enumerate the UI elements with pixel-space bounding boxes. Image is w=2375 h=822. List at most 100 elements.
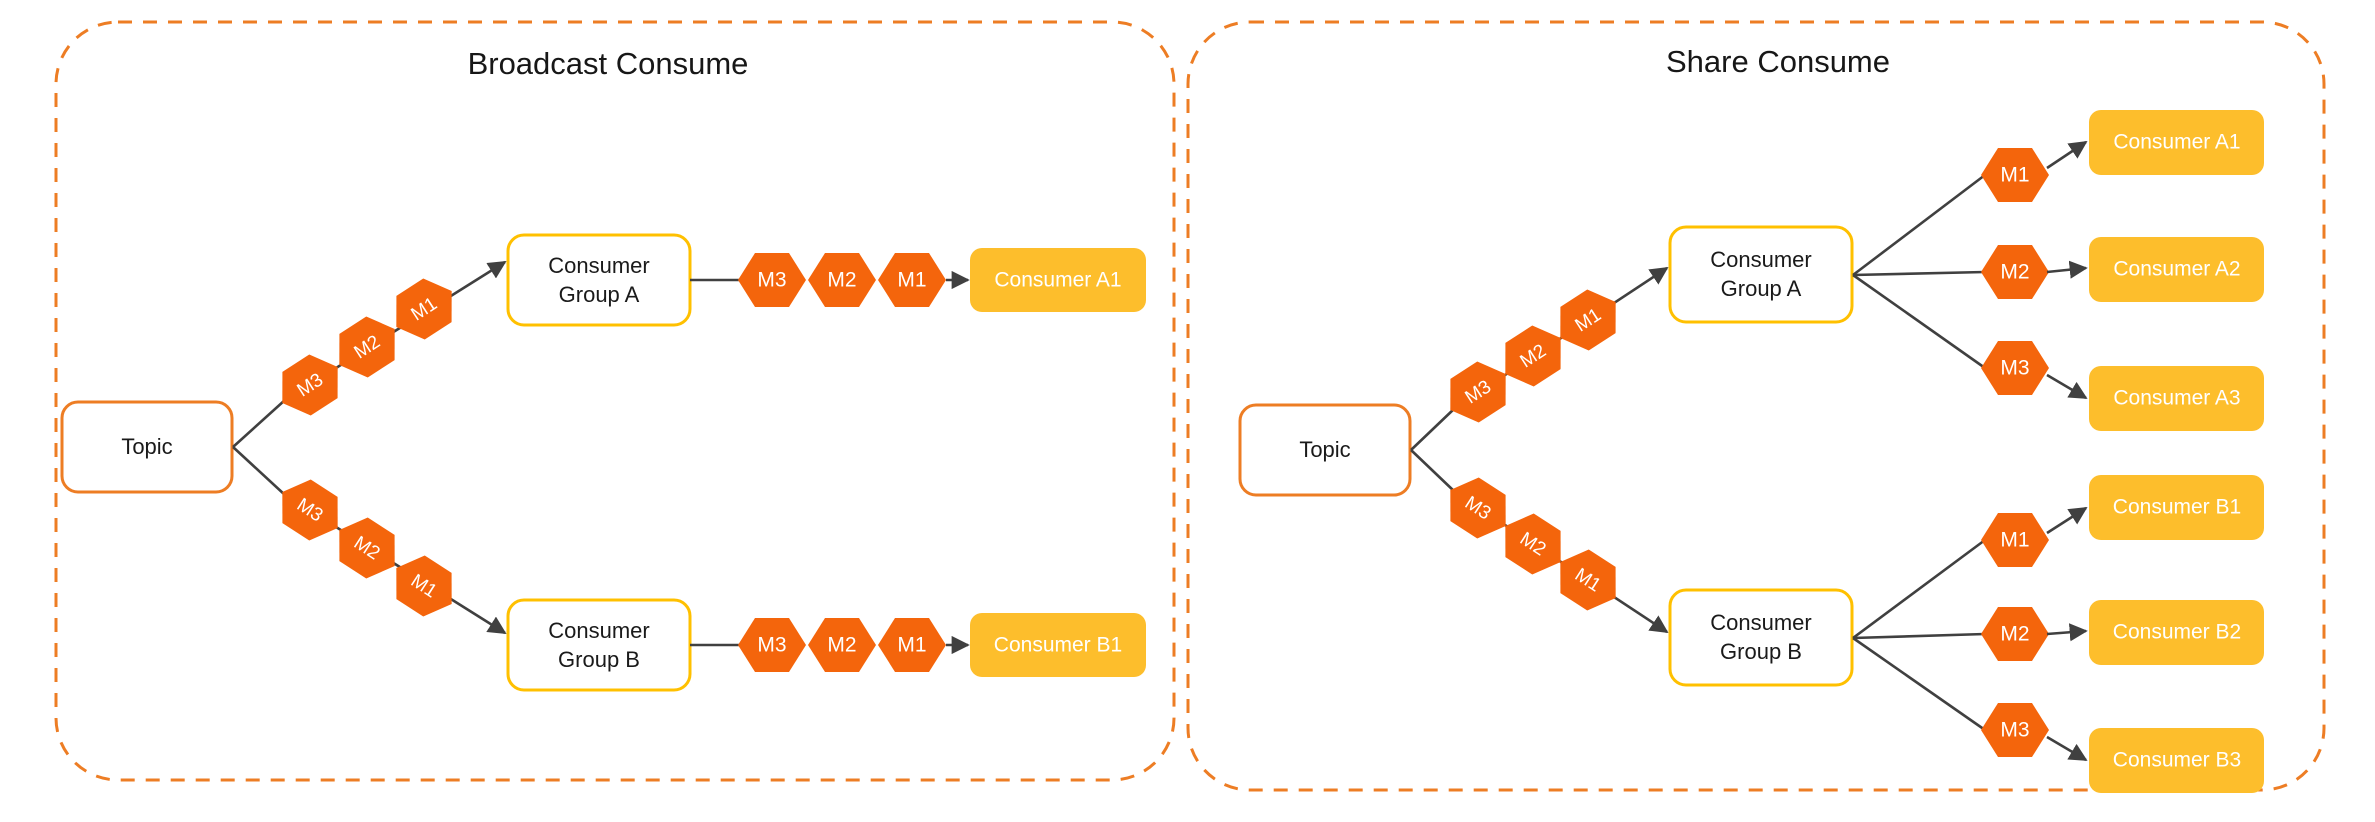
consumer-group-label-line2: Group B xyxy=(1720,639,1802,664)
topic-box[interactable] xyxy=(1238,403,1412,497)
consumer-group-label-line1: Consumer xyxy=(1710,610,1811,635)
consumer-group-a-node[interactable]: Consumer Group A xyxy=(506,233,692,327)
consumer-group-label-line2: Group B xyxy=(558,647,640,672)
fanout-edge xyxy=(1852,173,1986,277)
hexagon-shape xyxy=(1560,289,1616,351)
message-label: M1 xyxy=(897,269,926,292)
edge-line-arrow xyxy=(2046,506,2088,535)
message-label: M2 xyxy=(827,634,856,657)
edge-line-arrow xyxy=(2046,735,2088,762)
topic-label: Topic xyxy=(1299,437,1350,462)
message-label: M3 xyxy=(757,269,786,292)
edge-line xyxy=(232,399,286,448)
consumer-box[interactable] xyxy=(2089,237,2264,302)
edge-line-arrow xyxy=(2046,623,2088,642)
consumer-group-b-node[interactable]: Consumer Group B xyxy=(506,598,692,692)
message-token[interactable]: M2 xyxy=(1491,316,1575,396)
hexagon-shape xyxy=(396,555,452,617)
message-token[interactable]: M3 xyxy=(268,345,352,425)
message-token[interactable]: M1 xyxy=(878,618,946,672)
topic-node-broadcast[interactable]: Topic xyxy=(60,400,234,494)
consumer-box[interactable] xyxy=(2089,110,2264,175)
panel-border-broadcast xyxy=(54,20,1176,782)
hexagon-shape xyxy=(1505,325,1561,387)
message-token[interactable]: M3 xyxy=(268,470,352,550)
message-token[interactable]: M2 xyxy=(325,508,409,588)
message-token[interactable]: M2 xyxy=(1981,245,2049,299)
message-token[interactable]: M1 xyxy=(1546,280,1630,360)
consumer-a1-node-share[interactable]: Consumer A1 xyxy=(2089,110,2264,175)
panel-title-broadcast: Broadcast Consume xyxy=(468,46,749,81)
message-label: M2 xyxy=(827,269,856,292)
message-token[interactable]: M2 xyxy=(808,618,876,672)
consumer-b1-node[interactable]: Consumer B1 xyxy=(970,613,1146,677)
message-token[interactable]: M2 xyxy=(808,253,876,307)
consumer-label: Consumer A2 xyxy=(2113,258,2240,281)
fanout-edges-group-a xyxy=(1852,173,1986,370)
edge-line xyxy=(1410,407,1456,451)
hexagon-shape xyxy=(282,479,338,541)
consumer-box[interactable] xyxy=(970,248,1146,312)
consumer-label: Consumer A1 xyxy=(994,269,1121,292)
topic-box[interactable] xyxy=(60,400,234,494)
consumer-group-label-line2: Group A xyxy=(1721,276,1802,301)
message-token[interactable]: M3 xyxy=(1436,468,1520,548)
consumer-a3-node-share[interactable]: Consumer A3 xyxy=(2089,366,2264,431)
hexagon-shape xyxy=(1981,245,2049,299)
message-token[interactable]: M3 xyxy=(738,253,806,307)
inbound-messages-group-a-share: M3 M2 M1 xyxy=(1436,280,1630,432)
message-label: M3 xyxy=(757,634,786,657)
consumer-group-box[interactable] xyxy=(506,233,692,327)
consumer-b3-node-share[interactable]: Consumer B3 xyxy=(2089,728,2264,793)
topic-node-share[interactable]: Topic xyxy=(1238,403,1412,497)
message-token[interactable]: M3 xyxy=(1436,352,1520,432)
message-label: M3 xyxy=(2000,357,2029,380)
consumer-group-box[interactable] xyxy=(506,598,692,692)
consumer-box[interactable] xyxy=(2089,728,2264,793)
consumer-box[interactable] xyxy=(2089,475,2264,540)
hexagon-shape xyxy=(878,618,946,672)
message-token[interactable]: M3 xyxy=(738,618,806,672)
consumer-box[interactable] xyxy=(2089,600,2264,665)
consumer-a1-node[interactable]: Consumer A1 xyxy=(970,248,1146,312)
hexagon-shape xyxy=(738,618,806,672)
inbound-messages-group-a: M3 M2 M1 xyxy=(268,269,466,425)
fanout-edge xyxy=(1852,538,1986,640)
message-token[interactable]: M1 xyxy=(878,253,946,307)
panel-border-share xyxy=(1186,20,2326,792)
message-token[interactable]: M1 xyxy=(1981,513,2049,567)
message-token[interactable]: M2 xyxy=(325,307,409,387)
consumer-b1-node-share[interactable]: Consumer B1 xyxy=(2089,475,2264,540)
message-token[interactable]: M2 xyxy=(1491,504,1575,584)
consumer-box[interactable] xyxy=(970,613,1146,677)
message-token[interactable]: M1 xyxy=(382,269,466,349)
message-token[interactable]: M3 xyxy=(1981,703,2049,757)
message-token[interactable]: M1 xyxy=(1546,540,1630,620)
fanout-messages-group-a: M1 M2 M3 xyxy=(1981,148,2049,395)
hexagon-shape xyxy=(1981,148,2049,202)
consumer-a2-node-share[interactable]: Consumer A2 xyxy=(2089,237,2264,302)
consumer-group-box[interactable] xyxy=(1668,225,1854,324)
message-token[interactable]: M2 xyxy=(1981,607,2049,661)
consumer-b2-node-share[interactable]: Consumer B2 xyxy=(2089,600,2264,665)
hexagon-shape xyxy=(1981,513,2049,567)
hexagon-shape xyxy=(808,618,876,672)
consumer-label: Consumer B1 xyxy=(2113,496,2241,519)
message-token[interactable]: M1 xyxy=(382,546,466,626)
consumer-group-box[interactable] xyxy=(1668,588,1854,687)
consumer-group-label-line1: Consumer xyxy=(1710,247,1811,272)
outbound-messages-group-b: M3 M2 M1 xyxy=(738,618,946,672)
edge-line xyxy=(1410,449,1456,493)
consumer-group-a-node-share[interactable]: Consumer Group A xyxy=(1668,225,1854,324)
consumer-group-b-node-share[interactable]: Consumer Group B xyxy=(1668,588,1854,687)
message-token[interactable]: M1 xyxy=(1981,148,2049,202)
consumer-box[interactable] xyxy=(2089,366,2264,431)
message-label: M1 xyxy=(897,634,926,657)
message-token[interactable]: M3 xyxy=(1981,341,2049,395)
hexagon-shape xyxy=(339,316,395,378)
hexagon-shape xyxy=(1560,549,1616,611)
edge-line-arrow xyxy=(2046,260,2088,279)
message-label: M2 xyxy=(2000,623,2029,646)
consumer-label: Consumer B3 xyxy=(2113,749,2241,772)
